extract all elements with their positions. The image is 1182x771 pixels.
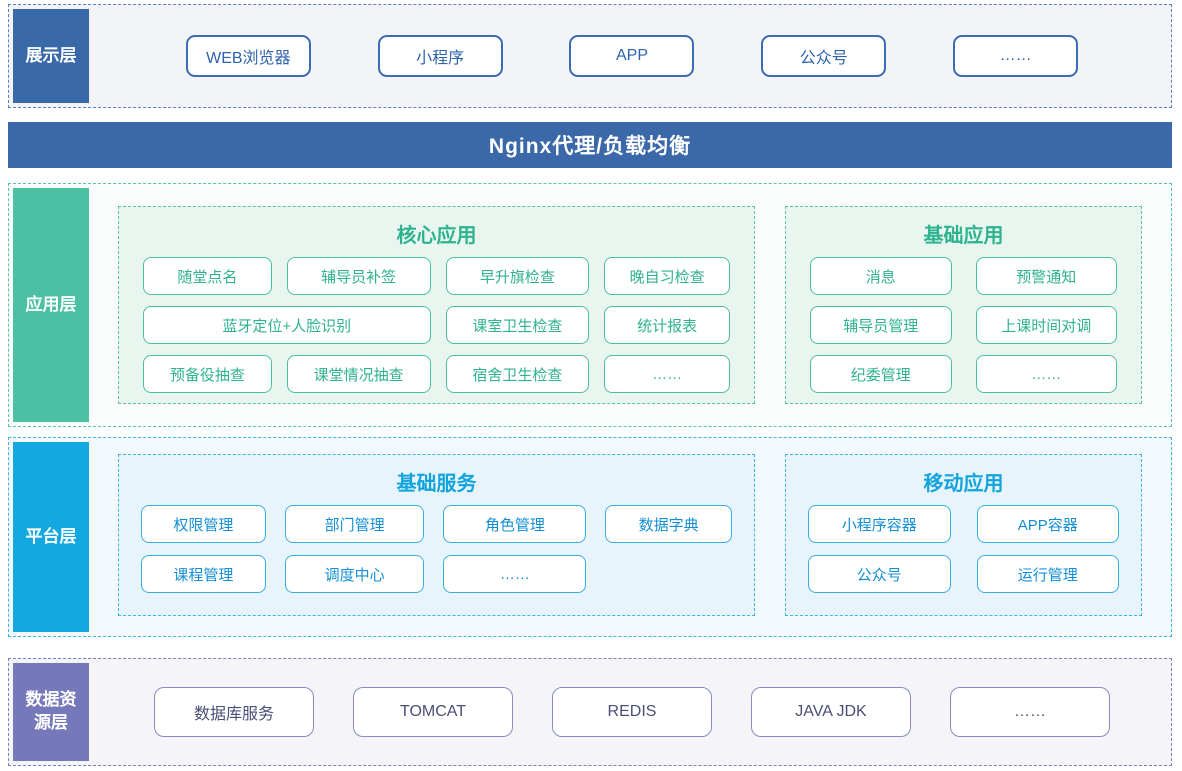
basic-app-node-ellipsis: ……	[975, 355, 1117, 393]
presentation-node: 公众号	[761, 35, 887, 77]
application-layer-section: 应用层 核心应用 随堂点名 辅导员补签 早升旗检查 晚自习检查 蓝牙定位+人脸识…	[8, 183, 1172, 427]
mobile-app-node: 公众号	[808, 555, 951, 593]
basic-services-title: 基础服务	[396, 473, 477, 495]
core-app-node: 宿舍卫生检查	[445, 355, 590, 393]
presentation-node: APP	[569, 35, 695, 77]
mobile-app-node: 小程序容器	[808, 505, 951, 543]
basic-app-node: 预警通知	[975, 257, 1117, 295]
platform-layer-section: 平台层 基础服务 权限管理 部门管理 角色管理 数据字典 课程管理 调度中心 ……	[8, 437, 1172, 637]
core-app-node: 辅导员补签	[286, 257, 431, 295]
layer-label-application: 应用层	[13, 188, 89, 422]
basic-services-group: 基础服务 权限管理 部门管理 角色管理 数据字典 课程管理 调度中心 ……	[118, 454, 755, 616]
basic-services-grid: 权限管理 部门管理 角色管理 数据字典 课程管理 调度中心 ……	[141, 505, 732, 593]
mobile-apps-title: 移动应用	[923, 473, 1004, 495]
core-app-node-ellipsis: ……	[604, 355, 730, 393]
core-app-node: 蓝牙定位+人脸识别	[143, 306, 431, 344]
basic-apps-grid: 消息 预警通知 辅导员管理 上课时间对调 纪委管理 ……	[810, 257, 1117, 393]
core-app-node: 晚自习检查	[604, 257, 730, 295]
platform-service-node: 角色管理	[443, 505, 587, 543]
data-resource-node: TOMCAT	[353, 687, 513, 737]
layer-label-line: 源层	[34, 713, 68, 732]
core-app-node: 统计报表	[604, 306, 730, 344]
basic-app-node: 上课时间对调	[975, 306, 1117, 344]
platform-service-node: 部门管理	[284, 505, 425, 543]
core-apps-grid: 随堂点名 辅导员补签 早升旗检查 晚自习检查 蓝牙定位+人脸识别 课室卫生检查 …	[143, 257, 730, 393]
basic-apps-title: 基础应用	[923, 225, 1004, 247]
core-app-node: 课堂情况抽查	[286, 355, 431, 393]
core-apps-title: 核心应用	[396, 225, 477, 247]
presentation-node: 小程序	[377, 35, 503, 77]
basic-app-node: 消息	[810, 257, 952, 295]
data-resource-node: JAVA JDK	[751, 687, 911, 737]
data-resource-node: 数据库服务	[154, 687, 314, 737]
platform-service-node: 数据字典	[605, 505, 732, 543]
platform-service-node: 调度中心	[284, 555, 425, 593]
basic-app-node: 辅导员管理	[810, 306, 952, 344]
presentation-items: WEB浏览器 小程序 APP 公众号 ……	[93, 5, 1171, 107]
mobile-apps-grid: 小程序容器 APP容器 公众号 运行管理	[808, 505, 1119, 593]
basic-app-node: 纪委管理	[810, 355, 952, 393]
presentation-layer-section: 展示层 WEB浏览器 小程序 APP 公众号 ……	[8, 4, 1172, 108]
presentation-node: WEB浏览器	[185, 35, 311, 77]
data-resource-items: 数据库服务 TOMCAT REDIS JAVA JDK ……	[93, 659, 1171, 765]
platform-groups: 基础服务 权限管理 部门管理 角色管理 数据字典 课程管理 调度中心 …… 移动…	[93, 438, 1171, 636]
data-resource-node-ellipsis: ……	[950, 687, 1110, 737]
layer-label-platform: 平台层	[13, 442, 89, 632]
core-app-node: 预备役抽查	[143, 355, 272, 393]
platform-service-node-ellipsis: ……	[443, 555, 587, 593]
data-resource-node: REDIS	[552, 687, 712, 737]
basic-apps-group: 基础应用 消息 预警通知 辅导员管理 上课时间对调 纪委管理 ……	[785, 206, 1142, 404]
mobile-app-node: 运行管理	[976, 555, 1119, 593]
core-app-node: 随堂点名	[143, 257, 272, 295]
layer-label-data-resource: 数据资 源层	[13, 663, 89, 761]
application-groups: 核心应用 随堂点名 辅导员补签 早升旗检查 晚自习检查 蓝牙定位+人脸识别 课室…	[93, 184, 1171, 426]
layer-label-line: 数据资	[25, 690, 77, 710]
layer-label-presentation: 展示层	[13, 9, 89, 103]
presentation-node-ellipsis: ……	[953, 35, 1079, 77]
mobile-app-node: APP容器	[976, 505, 1119, 543]
core-app-node: 早升旗检查	[445, 257, 590, 295]
mobile-apps-group: 移动应用 小程序容器 APP容器 公众号 运行管理	[785, 454, 1142, 616]
core-app-node: 课室卫生检查	[445, 306, 590, 344]
nginx-banner: Nginx代理/负载均衡	[8, 122, 1172, 168]
platform-service-node: 权限管理	[141, 505, 266, 543]
platform-service-node: 课程管理	[141, 555, 266, 593]
core-apps-group: 核心应用 随堂点名 辅导员补签 早升旗检查 晚自习检查 蓝牙定位+人脸识别 课室…	[118, 206, 755, 404]
data-resource-layer-section: 数据资 源层 数据库服务 TOMCAT REDIS JAVA JDK ……	[8, 658, 1172, 766]
